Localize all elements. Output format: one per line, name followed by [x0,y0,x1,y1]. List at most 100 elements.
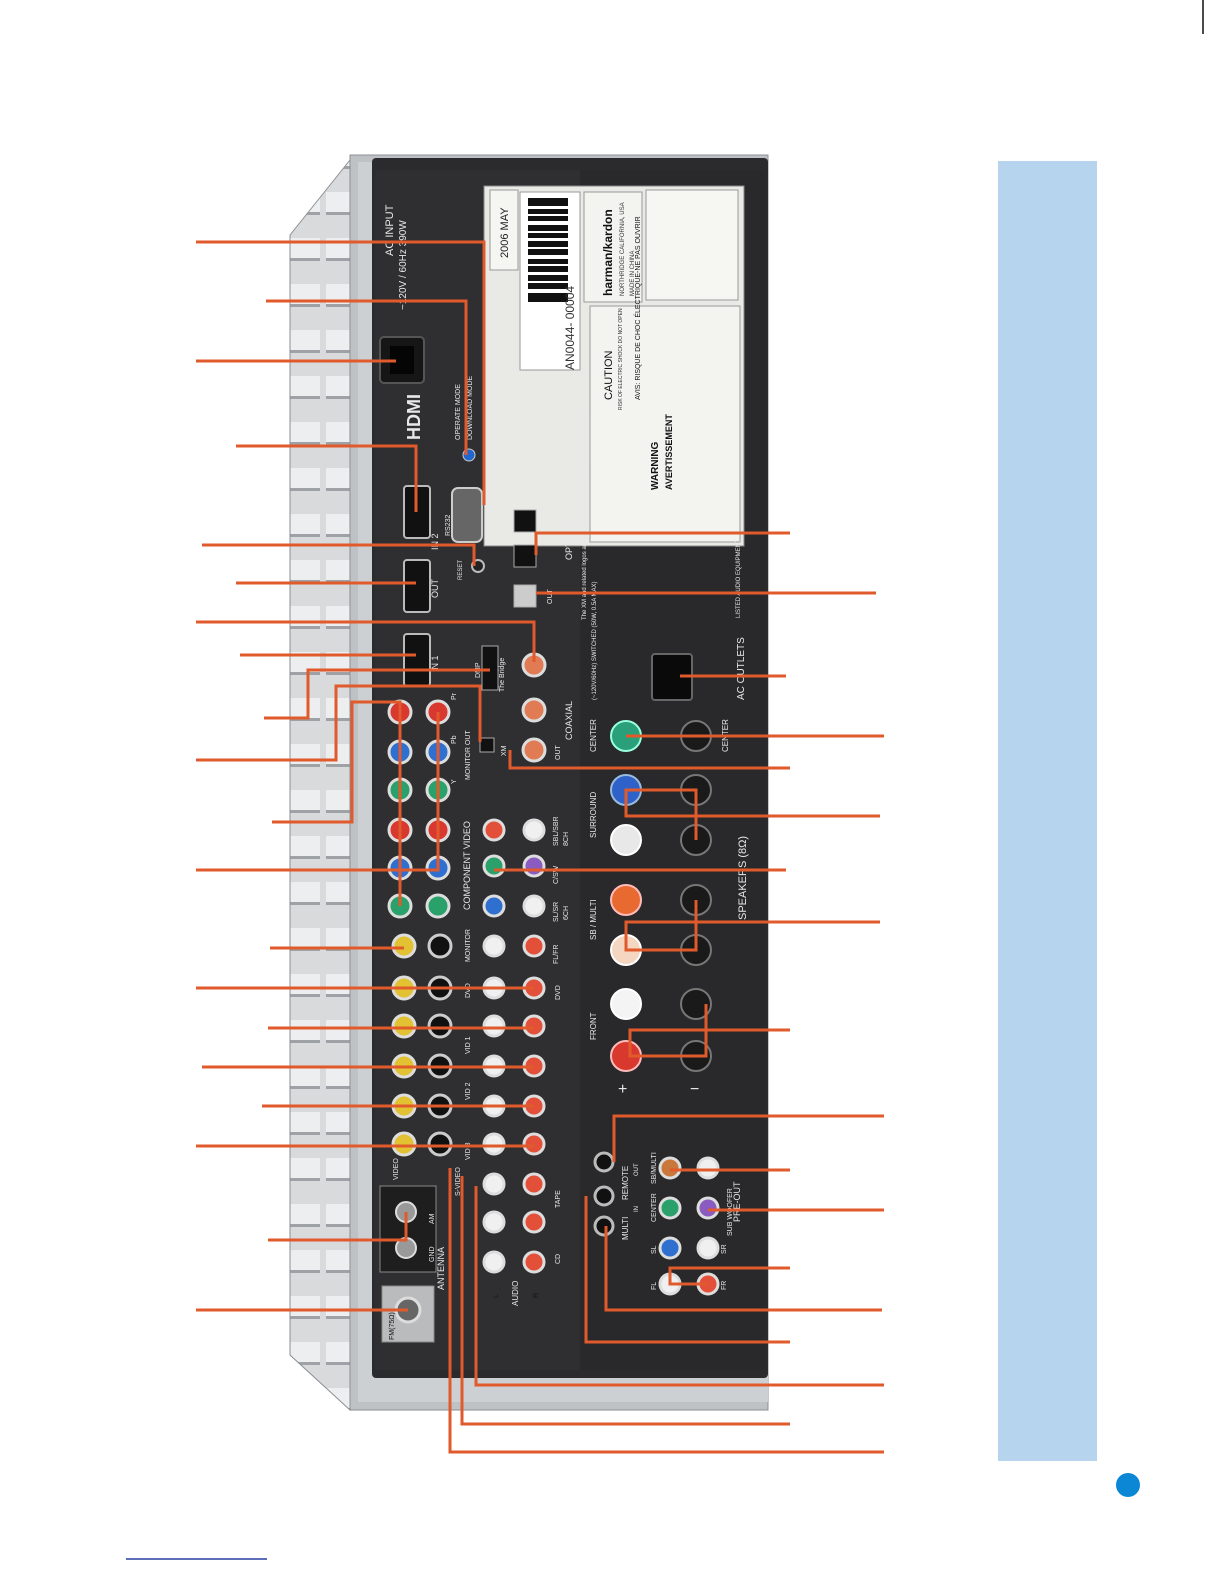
callout-line [196,240,486,505]
operate-mode-label: OPERATE MODE [455,384,462,440]
callout-line [460,1176,790,1426]
optical-out-label: OUT [547,589,554,605]
callout-line [268,1212,408,1242]
xm-port[interactable] [479,737,495,753]
speaker-surround-label: SURROUND [589,792,598,838]
preout-sr-label: SR [721,1244,728,1254]
hdmi-out-label: OUT [430,579,440,599]
ch8-label: 8CH [563,832,570,846]
barcode [528,198,568,302]
video-input-rows [391,933,453,1157]
optical-out[interactable] [513,584,537,608]
hdmi-out-port[interactable] [403,559,431,613]
am-label: AM [429,1213,436,1224]
preout-fr-label: FR [721,1281,728,1290]
coaxial-label: COAXIAL [564,701,574,740]
multi-in-label: IN [634,1206,640,1212]
caution-label: CAUTION [603,350,615,400]
coaxial-out[interactable] [521,737,547,763]
preout-jacks [593,1151,720,1296]
vid1-video-label: VID 1 [465,1036,472,1054]
vid2-video-label: VID 2 [465,1082,472,1100]
multi-label: MULTI [621,1217,630,1240]
callout-line [628,1004,790,1058]
xm-notice: The XM and related logos are registered … [582,412,588,620]
ul-label: LISTED AUDIO EQUIPMENT [736,539,742,618]
bridge-label: The Bridge [499,658,506,692]
callout-line [474,1186,884,1387]
speaker-front-label: FRONT [589,1012,598,1040]
monitor-label: MONITOR [465,929,472,962]
callout-line [272,700,402,906]
download-mode-label: DOWNLOAD MODE [467,376,474,441]
coaxial-section [521,652,547,763]
callout-line [196,620,536,662]
y-label: Y [451,779,458,784]
cd-label: CD [555,1254,562,1264]
callout-line [624,788,880,840]
preout-sb-multi-label: SB/MULTI [651,1152,658,1184]
ac-input-rating: ~120V / 60Hz 390W [398,220,409,310]
fm-label: FM(75Ω) [389,1312,396,1340]
callout-line [236,444,418,512]
coaxial-in-1[interactable] [521,697,547,723]
preout-fl-label: FL [651,1282,658,1290]
speaker-terminals [610,720,712,1072]
callout-lines-right [448,531,884,1454]
rs232-port[interactable] [451,487,483,543]
preout-title: PRE-OUT [732,1181,742,1222]
xm-label: XM [501,745,508,756]
pb-label: Pb [451,735,458,744]
optical-in-1[interactable] [513,544,537,568]
coaxial-out-label: OUT [555,745,562,761]
optical-in-2[interactable] [513,509,537,533]
page-number-dot [1116,1473,1140,1497]
hdmi-logo: HDMI [404,394,424,440]
ac-input-title: AC INPUT [384,204,396,256]
fl-fr-label: FL/FR [553,945,560,964]
sbl-sbr-label: SBL/SBR [553,816,560,846]
callout-line [668,1266,790,1286]
caution-sub: RISK OF ELECTRIC SHOCK DO NOT OPEN [618,308,624,410]
dmp-bridge-port[interactable] [481,645,499,691]
hdmi-in1-port[interactable] [403,633,431,687]
speakers-title: SPEAKERS (8Ω) [737,836,749,920]
callout-line [448,1168,884,1454]
remote-label: REMOTE [621,1166,630,1200]
callout-line [202,543,476,566]
speaker-minus-label: − [690,1081,699,1098]
reset-label: RESET [458,560,464,580]
hdmi-section [403,485,431,687]
dvd-in-label: DVD [555,985,562,1000]
brand-name: harman/kardon [601,209,615,296]
date-code: 2006 MAY [499,207,511,258]
callout-line [266,299,468,455]
preout-sub-label: SUB WOOFER [727,1188,734,1236]
dvd-video-label: DVD [465,983,472,998]
speaker-center-label: CENTER [589,719,598,752]
brand-origin: NORTHRIDGE CALIFORNIA, USA [620,202,626,296]
ch6-label: 6CH [563,906,570,920]
callout-line [584,1196,790,1344]
audio-label: AUDIO [511,1281,520,1306]
avis-label: AVIS: RISQUE DE CHOC ÉLECTRIQUE-NE PAS O… [633,216,642,400]
callout-line [624,900,880,952]
rs232-label: RS232 [445,514,452,536]
callout-line [264,668,490,720]
callout-line [508,750,790,770]
callout-line [612,1114,884,1162]
optical-label: OPTICAL [564,521,574,560]
callout-line [196,684,482,762]
remote-out-label: OUT [634,1163,640,1176]
switched-rating: (~120V/60Hz) SWITCHED (50W, 0.5A MAX) [592,581,598,700]
tape-label: TAPE [555,1190,562,1208]
made-in: MADE IN CHINA [630,251,636,296]
avertissement-label: AVERTISSEMENT [664,414,674,490]
speaker-sb-multi-label: SB / MULTI [589,899,598,940]
pr-label: Pr [451,692,458,700]
vid3-video-label: VID 3 [465,1142,472,1160]
sidebar-panel [998,161,1097,1461]
gnd-label: GND [429,1246,436,1262]
preout-center-label: CENTER [651,1193,658,1222]
